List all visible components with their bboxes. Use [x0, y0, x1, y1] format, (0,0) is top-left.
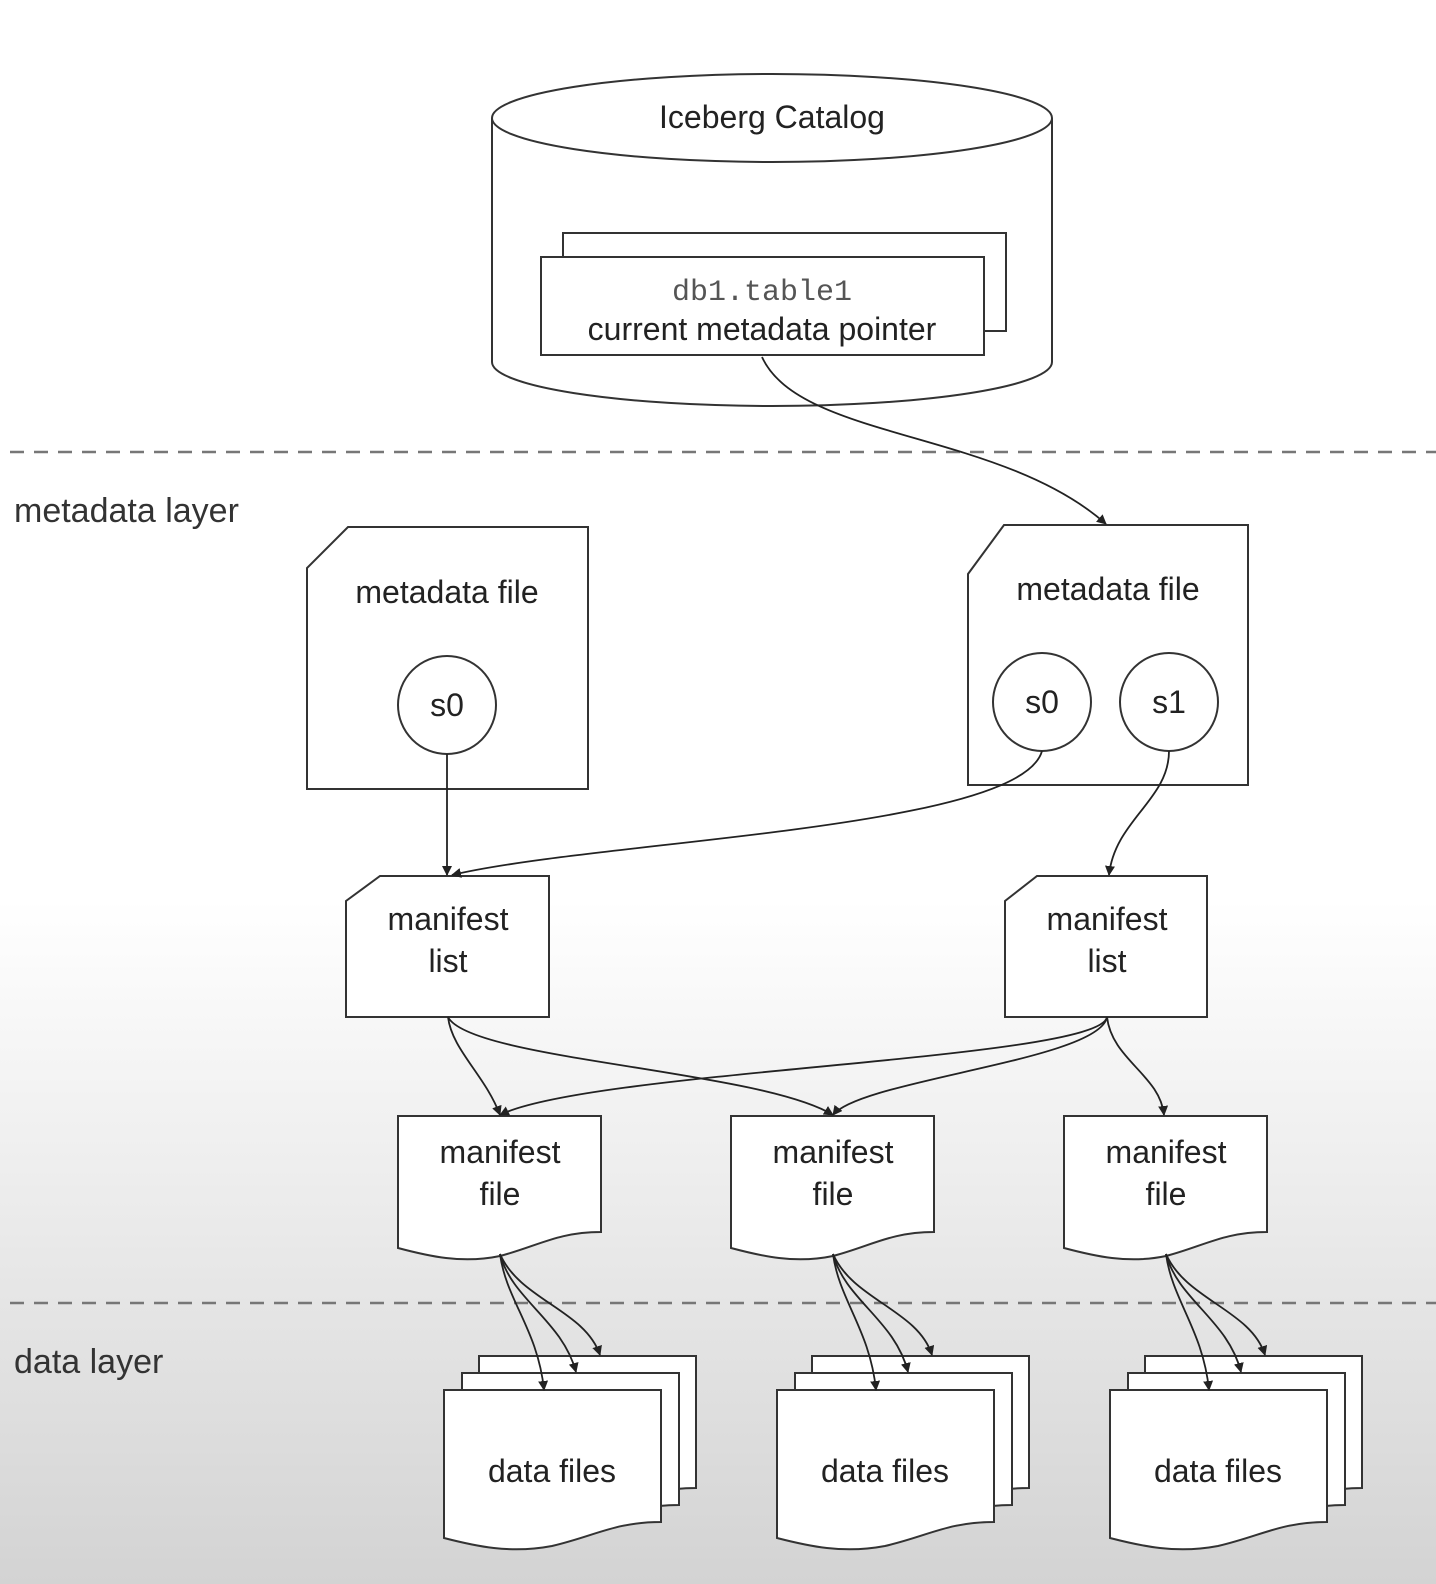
- manifest-file-line2: file: [813, 1176, 854, 1212]
- manifest-1-to-data-arrow: [499, 1253, 579, 1373]
- list1-to-manifest-file-2-arrow: [447, 1016, 834, 1116]
- manifest-file-3: manifest file: [1063, 1115, 1268, 1261]
- manifest-1-to-data-arrow: [499, 1253, 602, 1356]
- manifest-list-line1: manifest: [388, 901, 509, 937]
- list1-to-manifest-file-1-arrow: [447, 1016, 502, 1116]
- metadata-file-current: metadata file s0 s1: [967, 524, 1249, 786]
- manifest-file-line1: manifest: [440, 1134, 561, 1170]
- manifest-list-1: manifest list: [345, 875, 550, 1018]
- current-s0-to-manifest-list-1-arrow: [451, 750, 1043, 878]
- metadata-file-old: metadata file s0: [306, 526, 589, 790]
- snapshot-s0-label: s0: [1025, 684, 1059, 720]
- manifest-list-line2: list: [1087, 943, 1126, 979]
- manifest-1-to-data-arrow: [499, 1253, 549, 1391]
- manifest-3-to-data-arrow: [1165, 1253, 1268, 1356]
- snapshot-s1-label: s1: [1152, 684, 1186, 720]
- table-name: db1.table1: [672, 276, 852, 310]
- manifest-list-2: manifest list: [1004, 875, 1208, 1018]
- list2-to-manifest-file-1-arrow: [499, 1016, 1108, 1116]
- manifest-list-line1: manifest: [1047, 901, 1168, 937]
- manifest-2-to-data-arrow: [832, 1253, 881, 1391]
- manifest-2-to-data-arrow: [832, 1253, 911, 1373]
- snapshot-s0-label: s0: [430, 687, 464, 723]
- manifest-3-to-data-arrow: [1165, 1253, 1244, 1373]
- iceberg-catalog: Iceberg Catalog db1.table1 current metad…: [491, 73, 1053, 407]
- data-files-label: data files: [1154, 1453, 1282, 1489]
- data-layer-label: data layer: [14, 1343, 163, 1381]
- data-files-2: data files: [776, 1355, 1030, 1551]
- metadata-file-label: metadata file: [1016, 571, 1199, 607]
- pointer-to-metadata-file-arrow: [761, 356, 1107, 525]
- data-files-label: data files: [488, 1453, 616, 1489]
- manifest-file-line2: file: [480, 1176, 521, 1212]
- manifest-file-line1: manifest: [773, 1134, 894, 1170]
- metadata-layer-label: metadata layer: [14, 492, 239, 530]
- data-files-1: data files: [443, 1355, 697, 1551]
- list2-to-manifest-file-2-arrow: [832, 1016, 1108, 1116]
- edges: [442, 356, 1268, 1391]
- data-files-label: data files: [821, 1453, 949, 1489]
- manifest-3-to-data-arrow: [1165, 1253, 1214, 1391]
- manifest-file-2: manifest file: [730, 1115, 935, 1261]
- catalog-title: Iceberg Catalog: [659, 99, 885, 135]
- manifest-file-1: manifest file: [397, 1115, 602, 1261]
- list2-to-manifest-file-3-arrow: [1106, 1016, 1169, 1116]
- current-metadata-pointer-label: current metadata pointer: [588, 311, 937, 347]
- metadata-file-label: metadata file: [355, 574, 538, 610]
- data-files-3: data files: [1109, 1355, 1363, 1551]
- table-pointer-stack: db1.table1 current metadata pointer: [540, 232, 1007, 356]
- manifest-file-line1: manifest: [1106, 1134, 1227, 1170]
- s1-to-manifest-list-2-arrow: [1105, 750, 1170, 876]
- manifest-2-to-data-arrow: [832, 1253, 935, 1356]
- manifest-list-line2: list: [428, 943, 467, 979]
- manifest-file-line2: file: [1146, 1176, 1187, 1212]
